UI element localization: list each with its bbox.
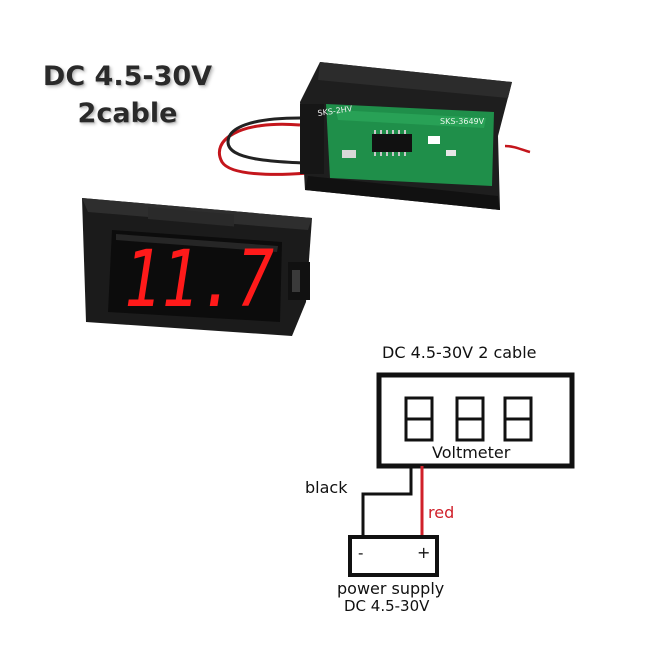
wiring-title: DC 4.5-30V 2 cable <box>382 343 537 362</box>
chip <box>372 134 412 152</box>
power-supply-label: power supply <box>337 579 445 598</box>
product-photo: SKS-2HV SKS-3649V 11.7 <box>82 62 531 336</box>
display-reading: 11.7 <box>124 235 274 325</box>
display-window <box>108 230 282 322</box>
power-supply-box <box>348 535 439 577</box>
red-wire-label: red <box>428 503 455 522</box>
product-title: DC 4.5-30V 2cable <box>30 58 225 132</box>
red-lead-tip <box>504 144 531 154</box>
product-title-line1: DC 4.5-30V <box>42 61 213 92</box>
black-wire <box>361 466 413 537</box>
terminal-minus: - <box>358 544 364 562</box>
pcb-label-right: SKS-3649V <box>440 117 485 126</box>
product-title-line2: 2cable <box>77 98 178 129</box>
meter-front-view: 11.7 <box>82 198 312 336</box>
black-wire-label: black <box>305 478 348 497</box>
voltmeter-box <box>376 372 575 469</box>
digit-outlines <box>404 396 533 442</box>
meter-rear-view: SKS-2HV SKS-3649V <box>300 62 512 210</box>
voltmeter-label: Voltmeter <box>432 443 511 462</box>
terminal-plus: + <box>417 543 431 562</box>
power-supply-spec: DC 4.5-30V <box>344 597 430 615</box>
black-lead-wire <box>226 116 331 166</box>
red-lead-wire <box>217 122 337 176</box>
